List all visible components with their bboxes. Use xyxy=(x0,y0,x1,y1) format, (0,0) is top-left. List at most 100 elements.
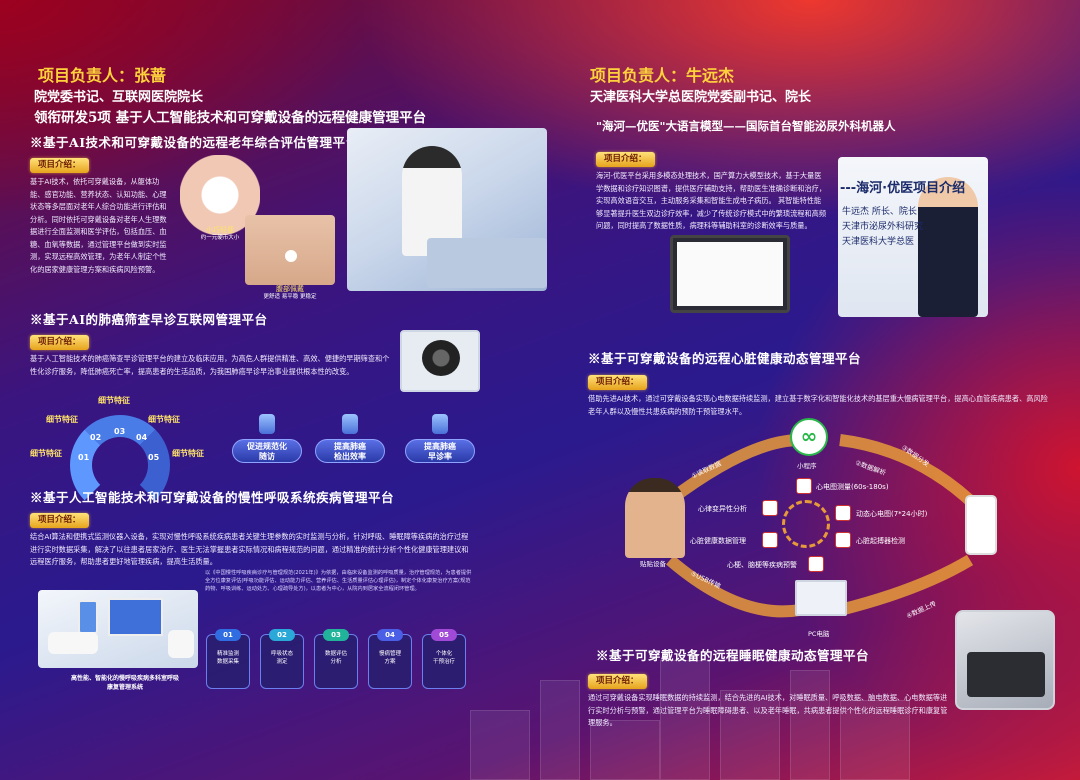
abdomen-caption: 腹部佩戴 更舒适 易平稳 更稳定 xyxy=(245,285,335,301)
gauge-label: 细节特征 xyxy=(172,449,204,458)
device-body xyxy=(48,632,98,654)
pc-label: PC电脑 xyxy=(808,630,830,638)
right-section3-tag: 项目介绍： xyxy=(588,674,647,689)
device-body xyxy=(168,630,194,658)
presenter-photo xyxy=(838,157,988,317)
pill-followup: 促进规范化 随访 xyxy=(232,439,302,463)
city-building xyxy=(840,700,910,780)
step-text: 个体化 干预治疗 xyxy=(432,651,455,665)
right-section3-text: 通过可穿戴设备实现睡眠数据的持续监测，结合先进的AI技术，对睡眠质量、呼吸数据、… xyxy=(588,693,948,727)
left-section2-text: 基于人工智能技术的肺癌筛查早诊管理平台的建立及临床应用，为高危人群提供精准、高效… xyxy=(30,354,390,376)
gauge-label: 细节特征 xyxy=(148,415,180,424)
bed-figure xyxy=(427,238,547,288)
laptop-screenshot xyxy=(670,235,790,313)
mini-program-icon: ∞ xyxy=(790,418,828,456)
hrv-icon xyxy=(762,500,778,516)
city-building xyxy=(660,660,710,780)
wearer-label: 贴贴设备 xyxy=(640,560,666,568)
hr-item-alert: 心梗、脑梗等疾病预警 xyxy=(727,561,797,569)
step-number: 02 xyxy=(269,629,295,641)
name-plate: 牛远杰 所长、院长 天津市泌尿外科研究 天津医科大学总医 xyxy=(842,205,923,250)
respiratory-caption: 高性能、智能化的慢呼吸疾病多科室呼吸康复管理系统 xyxy=(70,675,179,691)
hr-item-holter: 动态心电图(7*24小时) xyxy=(856,510,928,518)
left-section1-title: ※基于AI技术和可穿戴设备的远程老年综合评估管理平台 xyxy=(30,135,359,150)
left-section3-note: 以《中国慢性呼吸疾病诊疗与管理规范(2021年)》为依据，由临床设备监测的呼吸质… xyxy=(205,570,472,592)
right-section2-text: 借助先进AI技术，通过可穿戴设备实现心电数据持续监测，建立基于数字化和智能化技术… xyxy=(588,394,1048,416)
left-section3-text: 结合AI算法和便携式监测仪器入设备，实现对慢性呼吸系统疾病患者关键生理参数的实时… xyxy=(30,532,469,566)
right-section3-title: ※基于可穿戴设备的远程睡眠健康动态管理平台 xyxy=(596,648,870,663)
step-text: 呼吸状态 测定 xyxy=(270,651,293,665)
pill-early-diagnosis: 提高肺癌 早诊率 xyxy=(405,439,475,463)
right-title-line2: "海河—优医"大语言模型——国际首台智能泌尿外科机器人 xyxy=(596,119,896,133)
left-leader: 项目负责人：张蔷 xyxy=(38,66,167,85)
left-section1-tag: 项目介绍： xyxy=(30,158,89,173)
hr-item-ecg: 心电图测量(60s-180s) xyxy=(816,483,889,491)
right-section2-tag: 项目介绍： xyxy=(588,375,647,390)
device-caption: 小巧轻便 约一元硬币大小 xyxy=(180,226,260,242)
right-section1-text: 海河-优医平台采用多模态处理技术，国产算力大模型技术，基于大量医学数据和诊疗知识… xyxy=(596,171,827,230)
left-section1-text: 基于AI技术，依托可穿戴设备，从躯体功能、感官功能、营养状态、认知功能、心理状态… xyxy=(30,177,167,274)
left-section2-tag: 项目介绍： xyxy=(30,335,89,350)
alert-icon xyxy=(808,556,824,572)
gauge-label: 细节特征 xyxy=(98,396,130,405)
right-section2-title: ※基于可穿戴设备的远程心脏健康动态管理平台 xyxy=(588,351,862,366)
name-plate-line: 牛远杰 所长、院长 xyxy=(842,207,917,217)
abdomen-caption-sub: 更舒适 易平稳 更稳定 xyxy=(263,294,317,300)
city-building xyxy=(590,720,660,780)
right-section1-tag: 项目介绍： xyxy=(596,152,655,167)
hr-item-hrv: 心律变异性分析 xyxy=(698,505,747,513)
name-plate-line: 天津市泌尿外科研究 xyxy=(842,222,924,232)
pc-icon xyxy=(795,580,847,616)
left-section2-title: ※基于AI的肺癌筛查早诊互联网管理平台 xyxy=(30,312,268,327)
name-plate-line: 天津医科大学总医 xyxy=(842,237,915,247)
city-building xyxy=(540,680,580,780)
left-title-line2: 领衔研发5项 基于人工智能技术和可穿戴设备的远程健康管理平台 xyxy=(34,110,427,126)
step-text: 精准监测 数据采集 xyxy=(216,651,239,665)
flow-arrow xyxy=(838,554,974,616)
hand-icon xyxy=(432,414,448,434)
phone-icon xyxy=(965,495,997,555)
tablet-screen xyxy=(78,600,98,634)
heart-center xyxy=(782,500,830,548)
ct-scan-laptop xyxy=(400,330,480,392)
hand-icon xyxy=(342,414,358,434)
process-step-1: 01 精准监测 数据采集 xyxy=(206,629,250,689)
case-interior xyxy=(967,652,1045,697)
gauge-seg-04: 04 xyxy=(136,433,148,442)
device-dot xyxy=(285,250,297,262)
sleep-device-case xyxy=(955,610,1055,710)
presenter-banner: ---海河·优医项目介绍 xyxy=(840,181,966,196)
step-number: 04 xyxy=(377,629,403,641)
gauge-label: 细节特征 xyxy=(30,449,62,458)
presenter-figure xyxy=(918,177,978,317)
laptop-screen-content xyxy=(677,242,783,306)
right-title-line1: 天津医科大学总医院党委副书记、院长 xyxy=(590,90,812,105)
ecg-icon xyxy=(796,478,812,494)
gauge-seg-03: 03 xyxy=(114,427,126,436)
abdomen-caption-main: 腹部佩戴 xyxy=(276,285,304,293)
data-icon xyxy=(762,532,778,548)
right-leader: 项目负责人：牛远杰 xyxy=(590,66,735,85)
step-number: 03 xyxy=(323,629,349,641)
city-building xyxy=(470,710,530,780)
flow-arrow xyxy=(666,434,801,505)
monitor-screen xyxy=(108,598,163,636)
gauge-label: 细节特征 xyxy=(46,415,78,424)
left-title-line1: 院党委书记、互联网医院院长 xyxy=(34,90,204,105)
left-section3-title: ※基于人工智能技术和可穿戴设备的慢性呼吸系统疾病管理平台 xyxy=(30,490,395,505)
abdomen-wear-photo xyxy=(245,215,335,285)
city-building xyxy=(790,670,830,780)
mini-program-label: 小程序 xyxy=(797,462,817,470)
gauge-seg-01: 01 xyxy=(78,453,90,462)
step-number: 01 xyxy=(215,629,241,641)
doctor-patient-photo xyxy=(347,128,547,291)
left-section3-tag: 项目介绍： xyxy=(30,513,89,528)
hand-icon xyxy=(259,414,275,434)
holter-icon xyxy=(835,505,851,521)
ct-scan-image xyxy=(422,340,460,376)
gauge-seg-05: 05 xyxy=(148,453,160,462)
pill-detection: 提高肺癌 检出效率 xyxy=(315,439,385,463)
